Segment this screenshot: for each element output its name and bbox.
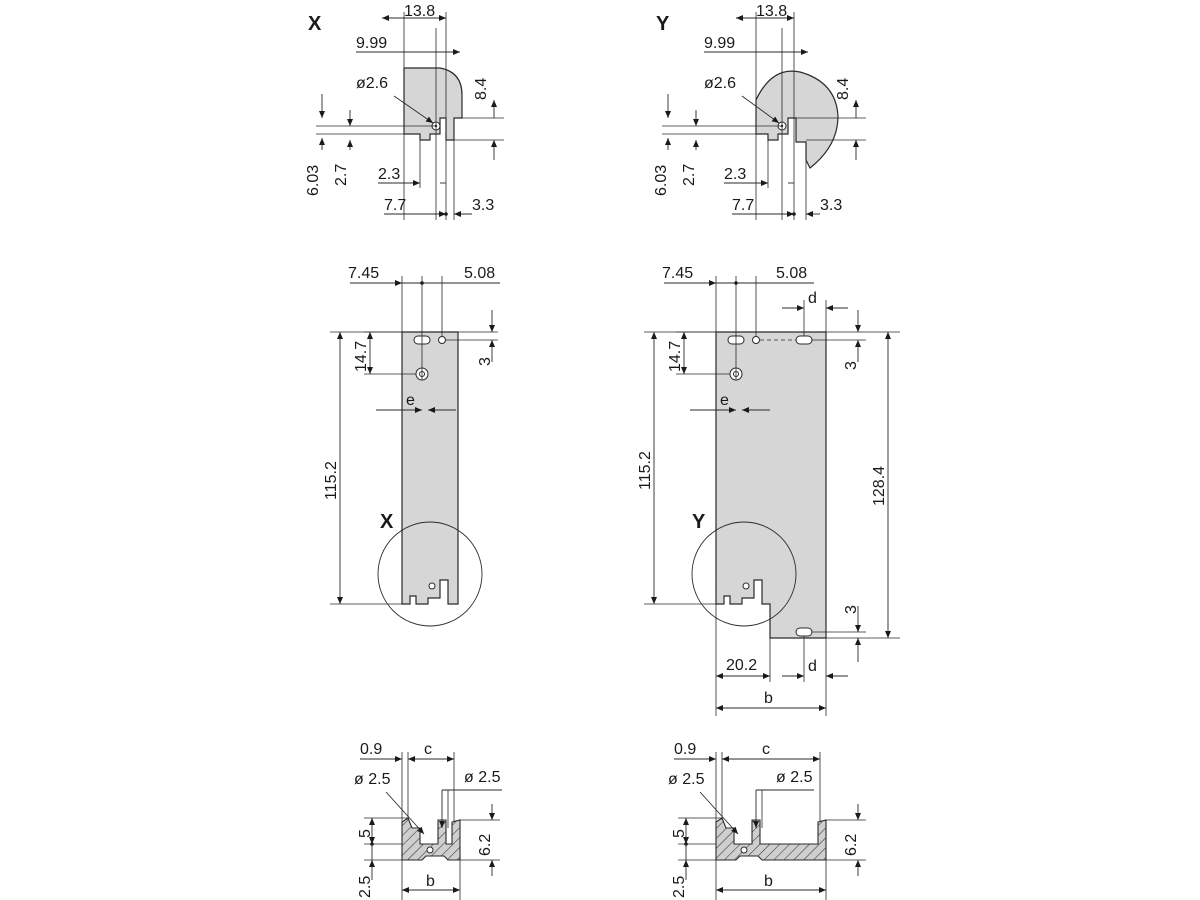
section-narrow-dim-0-9: 0.9 bbox=[360, 741, 382, 758]
front-wide-dim-b: b bbox=[764, 690, 773, 707]
front-narrow-dim-5-08: 5.08 bbox=[464, 265, 495, 282]
detail-x-dim-3-3: 3.3 bbox=[472, 197, 494, 214]
section-wide-dim-6-2: 6.2 bbox=[843, 834, 860, 856]
section-wide-dim-b: b bbox=[764, 873, 773, 890]
detail-y-dim-2-7: 2.7 bbox=[681, 164, 698, 186]
detail-x-dim-9-99: 9.99 bbox=[356, 35, 387, 52]
front-wide-dim-3-top: 3 bbox=[843, 361, 860, 370]
front-narrow-dim-7-45: 7.45 bbox=[348, 265, 379, 282]
section-narrow: 0.9 c ø 2.5 ø 2.5 5 2.5 6.2 b bbox=[354, 741, 502, 900]
detail-y-dim-13-8: 13.8 bbox=[756, 3, 787, 20]
front-narrow-dim-3: 3 bbox=[477, 357, 494, 366]
front-narrow-dim-e: e bbox=[406, 392, 415, 409]
detail-y-dim-8-4: 8.4 bbox=[835, 78, 852, 100]
detail-y-dim-9-99: 9.99 bbox=[704, 35, 735, 52]
front-wide-dim-14-7: 14.7 bbox=[667, 341, 684, 372]
section-wide-dim-c: c bbox=[762, 741, 770, 758]
detail-y-dim-3-3: 3.3 bbox=[820, 197, 842, 214]
front-wide-dim-7-45: 7.45 bbox=[662, 265, 693, 282]
section-narrow-dim-dia-left: ø 2.5 bbox=[354, 771, 391, 788]
section-wide: 0.9 c ø 2.5 ø 2.5 5 2.5 6.2 b bbox=[668, 741, 866, 900]
detail-x-dim-dia-2-6: ø2.6 bbox=[356, 75, 388, 92]
detail-x-dim-8-4: 8.4 bbox=[473, 78, 490, 100]
front-view-narrow: 7.45 5.08 14.7 3 e 115.2 X bbox=[323, 265, 500, 627]
front-view-wide: 7.45 5.08 d 14.7 3 e 115.2 128.4 bbox=[637, 265, 900, 716]
front-narrow-dim-115-2: 115.2 bbox=[323, 461, 340, 500]
detail-y-dim-2-3: 2.3 bbox=[724, 166, 746, 183]
front-wide-dim-128-4: 128.4 bbox=[871, 466, 888, 506]
front-narrow-dim-14-7: 14.7 bbox=[353, 341, 370, 372]
section-wide-dim-dia-left: ø 2.5 bbox=[668, 771, 705, 788]
front-narrow-panel bbox=[401, 331, 459, 605]
detail-y: Y 13.8 9.99 ø2.6 8.4 6.03 2.7 2.3 bbox=[653, 3, 866, 220]
front-wide-dim-5-08: 5.08 bbox=[776, 265, 807, 282]
detail-y-dim-dia-2-6: ø2.6 bbox=[704, 75, 736, 92]
front-wide-dim-e: e bbox=[720, 392, 729, 409]
detail-x-dim-13-8: 13.8 bbox=[404, 3, 435, 20]
detail-x-dim-2-3: 2.3 bbox=[378, 166, 400, 183]
detail-x-dim-2-7: 2.7 bbox=[333, 164, 350, 186]
section-narrow-dim-2-5: 2.5 bbox=[357, 876, 374, 898]
section-narrow-dim-dia-right: ø 2.5 bbox=[464, 769, 501, 786]
section-wide-profile bbox=[715, 817, 827, 861]
detail-y-label: Y bbox=[656, 13, 670, 35]
front-wide-dim-3-bottom: 3 bbox=[843, 605, 860, 614]
front-wide-dim-20-2: 20.2 bbox=[726, 657, 757, 674]
front-wide-callout-circle bbox=[691, 521, 797, 627]
section-narrow-dim-5: 5 bbox=[357, 829, 374, 838]
front-wide-dim-d-top: d bbox=[808, 290, 817, 307]
section-narrow-dim-6-2: 6.2 bbox=[477, 834, 494, 856]
detail-x-dim-7-7: 7.7 bbox=[384, 197, 406, 214]
section-wide-dim-0-9: 0.9 bbox=[674, 741, 696, 758]
section-wide-dim-dia-right: ø 2.5 bbox=[776, 769, 813, 786]
detail-x: X 13.8 9.99 ø2.6 8.4 6.03 2.7 2.3 bbox=[305, 3, 504, 220]
section-narrow-dim-b: b bbox=[426, 873, 435, 890]
section-narrow-profile bbox=[401, 817, 461, 861]
front-narrow-callout-circle bbox=[377, 521, 483, 627]
detail-y-dim-7-7: 7.7 bbox=[732, 197, 754, 214]
front-wide-dim-115-2: 115.2 bbox=[637, 451, 654, 490]
section-wide-dim-2-5: 2.5 bbox=[671, 876, 688, 898]
front-wide-callout-label: Y bbox=[692, 511, 706, 533]
front-narrow-callout-label: X bbox=[380, 511, 394, 533]
detail-x-label: X bbox=[308, 13, 322, 35]
section-narrow-dim-c: c bbox=[424, 741, 432, 758]
detail-y-dim-6-03: 6.03 bbox=[653, 165, 670, 196]
detail-x-dim-6-03: 6.03 bbox=[305, 165, 322, 196]
section-wide-dim-5: 5 bbox=[671, 829, 688, 838]
front-wide-dim-d-bottom: d bbox=[808, 658, 817, 675]
